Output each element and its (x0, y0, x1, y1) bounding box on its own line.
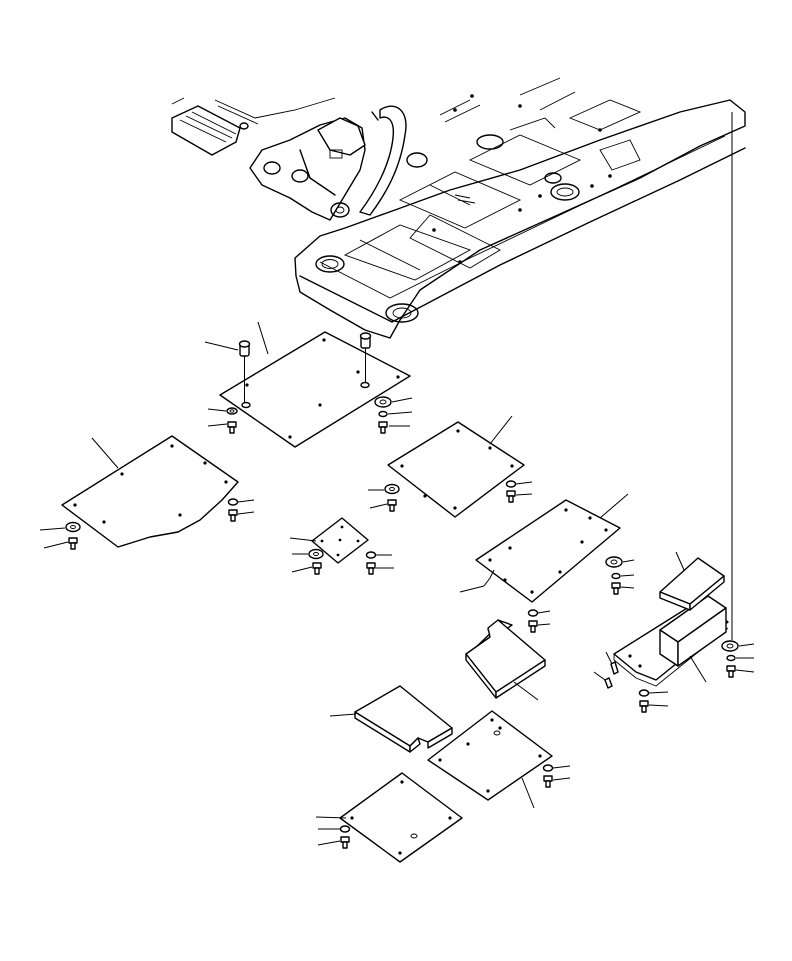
cover-plate-lower-right (427, 710, 553, 809)
bolt (611, 582, 635, 595)
box-cover-lid (659, 551, 725, 611)
cover-plate-upper-left (204, 321, 411, 448)
bolt (378, 421, 410, 434)
bolt (528, 620, 551, 633)
lock-washer (505, 480, 533, 488)
lock-washer (527, 609, 551, 617)
bolt (366, 562, 394, 575)
lock-washer (611, 572, 635, 580)
bolt (207, 421, 237, 434)
bolt (43, 537, 78, 550)
bolt (726, 665, 755, 678)
bolt (543, 775, 571, 788)
bolt (291, 562, 322, 575)
bolt (317, 836, 350, 849)
cover-plate-small-square (311, 517, 369, 564)
lock-washer (318, 825, 351, 833)
washer (207, 407, 238, 415)
mat-pad-upper (465, 619, 546, 701)
lock-washer (726, 654, 754, 662)
fastener-set (39, 396, 755, 849)
lock-washer (227, 498, 255, 506)
lock-washer (638, 689, 669, 697)
bolt (369, 499, 397, 512)
stud-left (238, 340, 251, 402)
flat-washer (374, 396, 413, 408)
bolt (228, 509, 255, 522)
mat-pad-lower (329, 685, 453, 753)
lock-washer (365, 551, 392, 559)
flat-washer (721, 640, 755, 652)
lock-washer (378, 410, 413, 418)
cover-plate-center (387, 415, 525, 518)
stud-right (359, 332, 372, 382)
flat-washer (39, 521, 81, 533)
lock-washer (542, 764, 571, 772)
flat-washer (605, 556, 635, 568)
screw (593, 651, 619, 689)
cover-plate-left (61, 435, 239, 548)
cover-plate-bottom (339, 772, 463, 863)
frame-assembly (171, 77, 746, 640)
bolt (639, 700, 669, 713)
flat-washer (292, 548, 324, 560)
box-cover-right (659, 595, 727, 683)
bolt (506, 490, 533, 503)
flat-washer (368, 483, 400, 495)
cover-plate-right-large (459, 493, 629, 603)
